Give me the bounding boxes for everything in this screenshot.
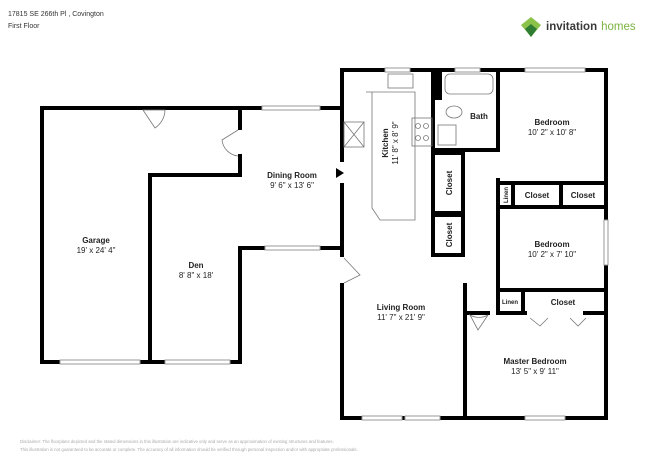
- dining-room-label: Dining Room: [267, 171, 317, 180]
- den-label: Den: [188, 261, 203, 270]
- bedroom-2-dims: 10' 2" x 7' 10": [528, 250, 576, 259]
- master-bedroom-label: Master Bedroom: [503, 357, 566, 366]
- garage-dims: 19' x 24' 4": [77, 246, 116, 255]
- disclaimer-line-2: This illustration is not guaranteed to b…: [20, 447, 358, 452]
- living-room-dims: 11' 7" x 21' 9": [377, 313, 425, 322]
- kitchen-dims: 11' 8" x 8' 9": [391, 121, 400, 164]
- linen-label-master: Linen: [502, 300, 518, 306]
- garage-den-walls: [40, 105, 342, 365]
- bedroom-1-label: Bedroom: [534, 118, 569, 127]
- living-room-label: Living Room: [377, 303, 425, 312]
- bedroom-2-label: Bedroom: [534, 240, 569, 249]
- logo-diamond-icon: [521, 17, 541, 37]
- disclaimer-line-1: Disclaimer: The floorplans depicted and …: [20, 439, 334, 444]
- bedroom-1-dims: 10' 2" x 10' 8": [528, 128, 576, 137]
- dining-room-dims: 9' 6" x 13' 6": [270, 181, 314, 190]
- closet-label-hall-1: Closet: [445, 170, 454, 195]
- closet-label-hall-2: Closet: [445, 222, 454, 247]
- kitchen-label: Kitchen: [381, 128, 390, 157]
- closet-label-master: Closet: [551, 298, 576, 307]
- den-dims: 8' 8" x 18': [179, 271, 214, 280]
- master-bedroom-dims: 13' 5" x 9' 11": [511, 367, 559, 376]
- logo-text-homes: homes: [601, 21, 636, 33]
- bath-label: Bath: [470, 112, 488, 121]
- floor-label: First Floor: [8, 23, 40, 30]
- garage-label: Garage: [82, 236, 110, 245]
- closet-label-bedroom-2: Closet: [571, 191, 596, 200]
- closet-label-bedroom-1: Closet: [525, 191, 550, 200]
- linen-label-hall: Linen: [504, 187, 510, 203]
- property-address: 17815 SE 266th Pl , Covington: [8, 11, 104, 18]
- logo-text-invitation: invitation: [546, 21, 598, 33]
- main-house-walls: [336, 67, 609, 421]
